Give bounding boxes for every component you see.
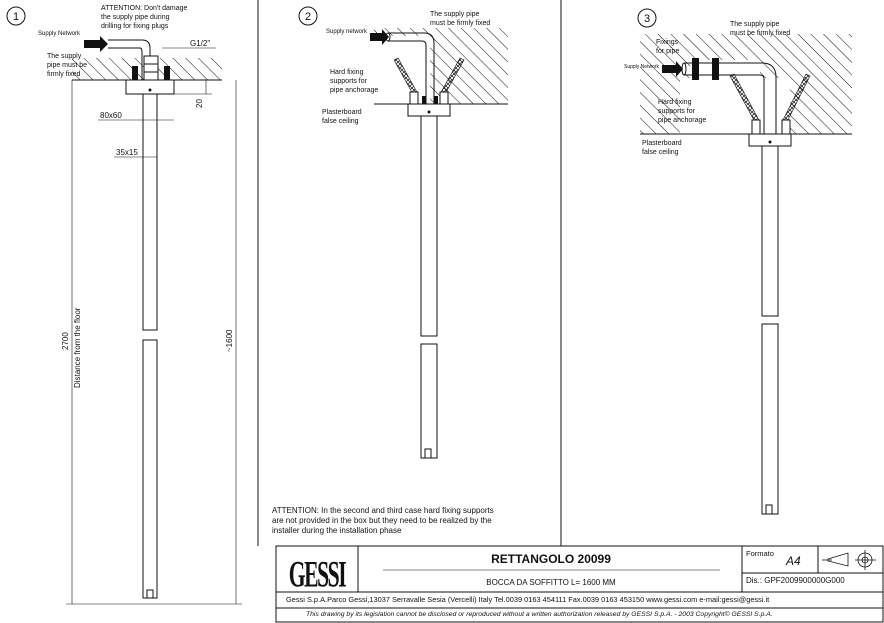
panel-1-number: 1 — [13, 11, 19, 23]
hard-fixing-label: Hard fixing supports for pipe anchorage — [658, 99, 706, 124]
supply-network-label: Supply Network — [38, 31, 81, 37]
length-label: ~1600 — [225, 329, 234, 352]
panel-2-number: 2 — [305, 11, 311, 23]
format-label: Formato — [746, 549, 774, 558]
company-address: Gessi S.p.A.Parco Gessi,13037 Serravalle… — [286, 595, 770, 604]
title-block-frame — [275, 545, 884, 623]
attention-drilling-note: ATTENTION: Don't damage the supply pipe … — [101, 5, 189, 30]
attention-note: ATTENTION: In the second and third case … — [272, 506, 496, 535]
firmly-fixed-label: The supply pipe must be firmly fixed — [430, 11, 490, 27]
gessi-logo: GESSI — [289, 553, 346, 595]
copyright-notice: This drawing by its legislation cannot b… — [306, 611, 773, 618]
format-value: A4 — [786, 554, 801, 568]
floor-distance-label: 2700 — [61, 332, 70, 350]
outlet-pipe-upper — [420, 115, 438, 337]
false-ceiling-label: Plasterboard false ceiling — [322, 109, 364, 125]
title-block: RETTANGOLO 20099 BOCCA DA SOFFITTO L= 16… — [276, 546, 884, 623]
outlet-pipe-lower — [420, 343, 438, 459]
supply-network-label: Supply network — [326, 29, 368, 35]
firmly-fixed-label: The supply pipe must be firmly fixed — [730, 21, 790, 37]
panel-3: 3 Supply Network The supply pipe must be… — [624, 8, 852, 515]
outlet-pipe-lower — [761, 323, 779, 515]
outlet-pipe-upper — [142, 93, 158, 331]
plate-size-label: 80x60 — [100, 111, 122, 120]
product-subtitle: BOCCA DA SOFFITTO L= 1600 MM — [486, 578, 616, 587]
outlet-pipe-lower — [142, 339, 158, 599]
product-title: RETTANGOLO 20099 — [491, 552, 611, 566]
supply-network-label: Supply Network — [624, 64, 660, 70]
firmly-fixed-label: The supply pipe must be firmly fixed — [47, 53, 89, 78]
projection-symbol-icon — [822, 550, 876, 570]
false-ceiling-label: Plasterboard false ceiling — [642, 140, 684, 156]
panel-3-number: 3 — [644, 13, 650, 25]
ceiling-plate — [125, 79, 175, 95]
panel-1: 1 Supply Network ATTENTION: Don't — [6, 5, 242, 605]
floor-caption: Distance from the floor — [73, 307, 82, 388]
pipe-size-label: 35x15 — [116, 148, 138, 157]
drawing-number: Dis.: GPF2009900000G000 — [746, 576, 845, 585]
thread-size-label: G1/2" — [190, 39, 210, 48]
outlet-pipe-upper — [761, 145, 779, 317]
fixings-label: Fixings for pipe — [656, 39, 680, 55]
ceiling-plate — [407, 103, 451, 117]
panel-2: 2 Supply network The supply pipe must be… — [298, 6, 508, 459]
hard-fixing-label: Hard fixing supports for pipe anchorage — [330, 69, 378, 94]
ceiling-plate — [748, 133, 792, 147]
plate-depth-label: 20 — [195, 99, 204, 108]
